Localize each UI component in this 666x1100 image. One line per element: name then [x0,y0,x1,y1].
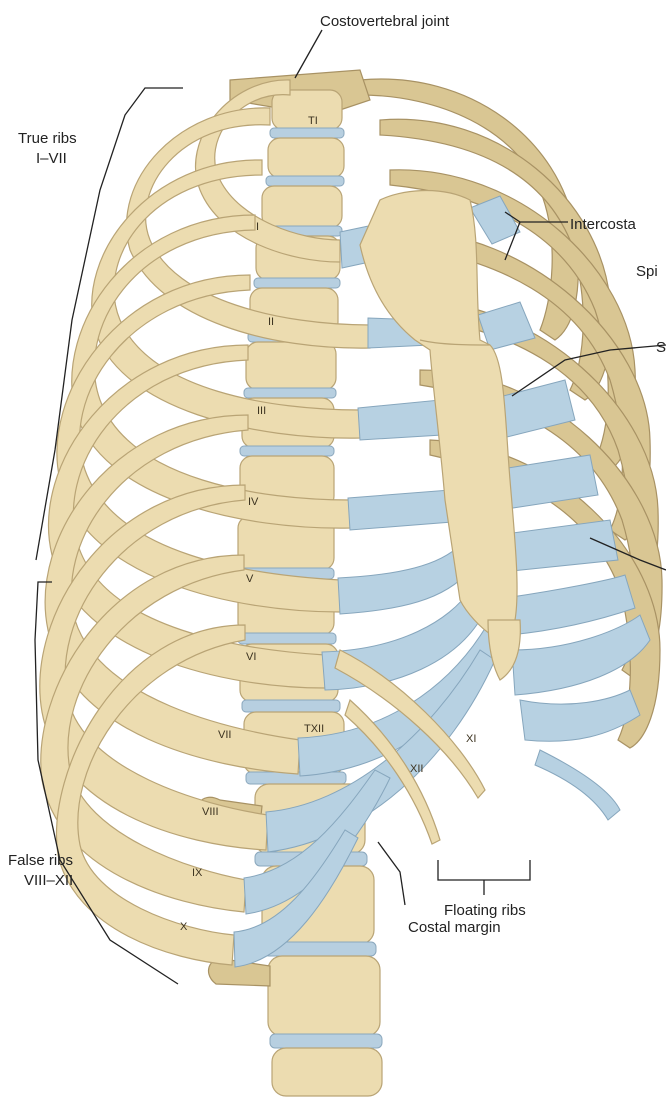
rib-numeral-ii: II [268,316,274,328]
rib-numeral-viii: VIII [202,806,219,818]
intercostal-space-label: Intercosta [570,216,637,233]
rib-numeral-xi: XI [466,733,476,745]
costovertebral-joint-label: Costovertebral joint [320,13,450,30]
true-ribs-label: True ribs [18,130,77,147]
true-ribs-range-label: I–VII [36,150,67,167]
spinal-column-label: Spi [636,263,658,280]
rib-numeral-vii: VII [218,729,231,741]
rib-numeral-iii: III [257,405,266,417]
vertebra-label-t12: TXII [304,723,324,735]
rib-numeral-x: X [180,921,188,933]
rib-numeral-iv: IV [248,496,259,508]
rib-numeral-ix: IX [192,867,203,879]
rib-numeral-xii: XII [410,763,423,775]
floating-ribs-label: Floating ribs [444,902,526,919]
rib-numeral-i: I [256,221,259,233]
rib-numeral-v: V [246,573,254,585]
costal-margin-label: Costal margin [408,919,501,936]
sternum-label: S [656,339,666,356]
rib-numeral-vi: VI [246,651,256,663]
vertebra-label-t1: TI [308,115,318,127]
false-ribs-range-label: VIII–XII [24,872,73,889]
false-ribs-label: False ribs [8,852,73,869]
